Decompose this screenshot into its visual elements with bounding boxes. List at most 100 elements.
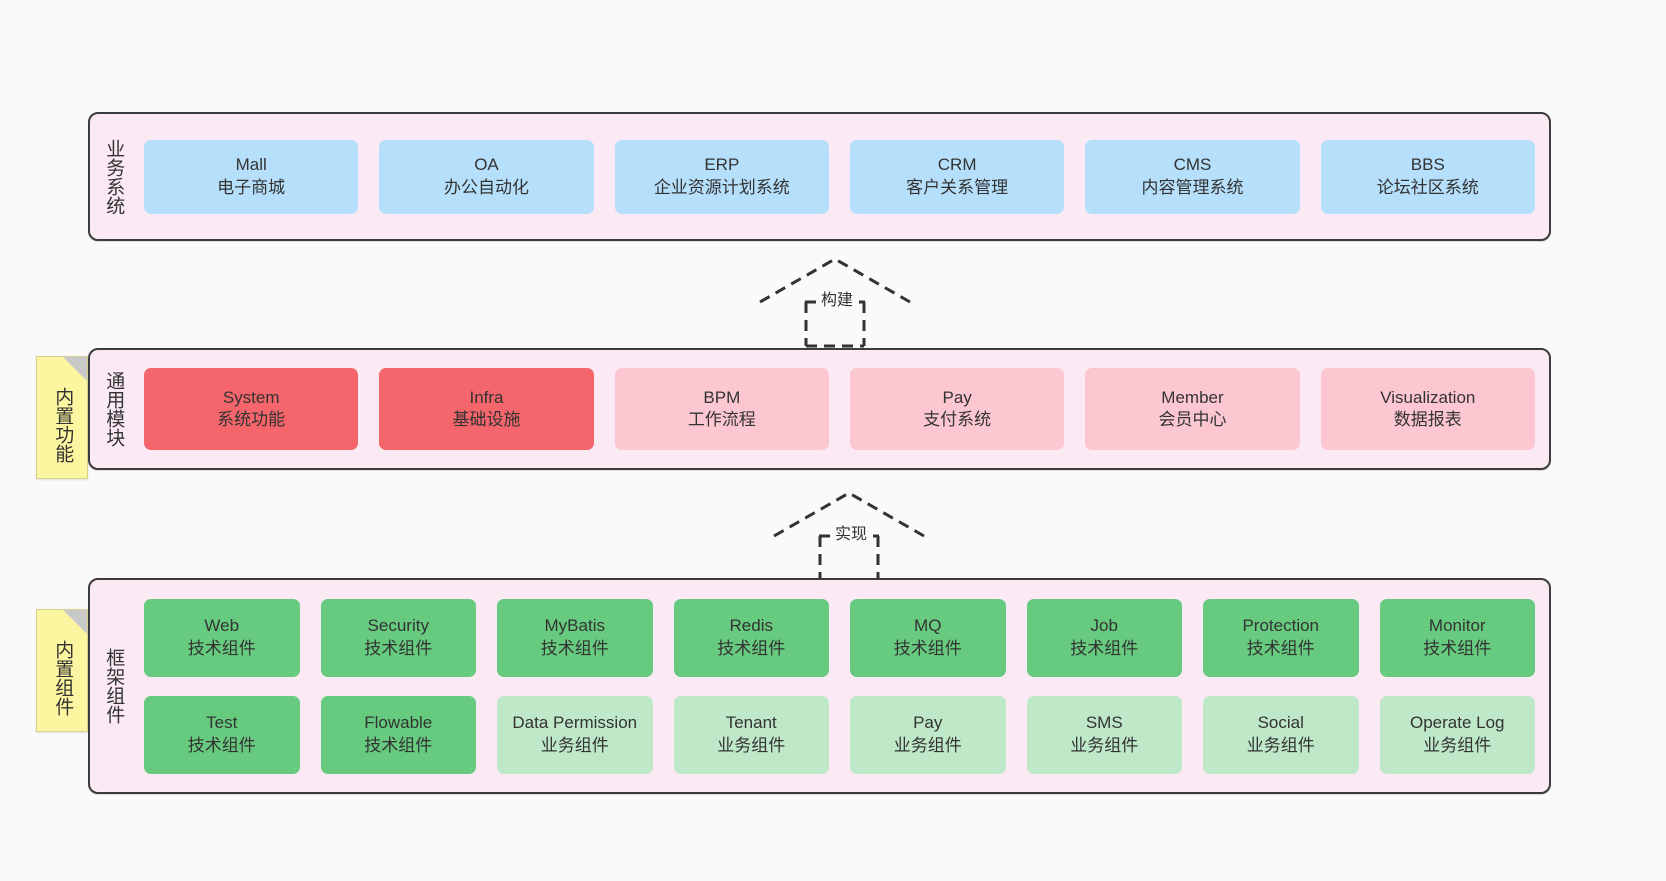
card-title: BPM (703, 387, 741, 407)
card-subtitle: 内容管理系统 (1141, 177, 1244, 197)
card-title: SMS (1085, 713, 1123, 733)
module-card-bpm[interactable]: BPM 工作流程 (614, 368, 829, 450)
module-card-erp[interactable]: ERP 企业资源计划系统 (614, 139, 829, 214)
card-subtitle: 技术组件 (187, 735, 256, 755)
note-fold-icon (63, 357, 87, 381)
component-card-protection[interactable]: Protection 技术组件 (1203, 598, 1359, 677)
band-row: Test 技术组件 Flowable 技术组件 Data Permission … (144, 695, 1535, 774)
card-subtitle: 技术组件 (187, 638, 256, 658)
band-row: Web 技术组件 Security 技术组件 MyBatis 技术组件 Redi… (144, 598, 1535, 677)
card-subtitle: 技术组件 (1423, 638, 1492, 658)
band-business-systems: 业务系统 Mall 电子商城 OA 办公自动化 ERP 企业资源计划系统 CRM… (88, 112, 1551, 241)
module-card-visualization[interactable]: Visualization 数据报表 (1320, 368, 1535, 450)
card-title: Mall (235, 155, 267, 175)
module-card-pay[interactable]: Pay 支付系统 (849, 368, 1065, 450)
card-title: Pay (913, 713, 943, 733)
card-title: Tenant (725, 713, 777, 733)
card-title: Operate Log (1409, 713, 1505, 733)
card-title: Test (206, 713, 238, 733)
card-title: CRM (937, 155, 977, 175)
note-fold-icon (63, 610, 87, 634)
card-title: Protection (1242, 616, 1320, 636)
card-title: Member (1161, 387, 1224, 407)
component-card-mq[interactable]: MQ 技术组件 (850, 598, 1006, 677)
component-card-redis[interactable]: Redis 技术组件 (673, 598, 829, 677)
component-card-data-permission[interactable]: Data Permission 业务组件 (497, 695, 653, 774)
card-subtitle: 技术组件 (364, 735, 433, 755)
card-subtitle: 办公自动化 (443, 177, 529, 197)
arrow-label-implement: 实现 (833, 526, 870, 544)
sticky-note-builtin-component: 内置组件 (36, 609, 88, 732)
card-title: Flowable (364, 713, 433, 733)
module-card-mall[interactable]: Mall 电子商城 (144, 139, 359, 214)
card-subtitle: 业务组件 (1423, 735, 1492, 755)
module-card-crm[interactable]: CRM 客户关系管理 (849, 139, 1065, 214)
card-subtitle: 技术组件 (364, 638, 433, 658)
module-card-system[interactable]: System 系统功能 (144, 368, 359, 450)
band-row: Mall 电子商城 OA 办公自动化 ERP 企业资源计划系统 CRM 客户关系… (144, 139, 1535, 214)
card-subtitle: 支付系统 (923, 410, 992, 429)
card-subtitle: 会员中心 (1158, 410, 1227, 429)
component-card-mybatis[interactable]: MyBatis 技术组件 (497, 598, 653, 677)
card-title: Pay (942, 387, 972, 407)
component-card-web[interactable]: Web 技术组件 (144, 598, 300, 677)
component-card-social[interactable]: Social 业务组件 (1203, 695, 1359, 774)
band-label-business-systems: 业务系统 (103, 138, 125, 215)
card-title: Web (204, 616, 240, 636)
card-subtitle: 业务组件 (717, 735, 786, 755)
component-card-test[interactable]: Test 技术组件 (144, 695, 300, 774)
note-text: 内置功能 (52, 386, 74, 463)
component-card-job[interactable]: Job 技术组件 (1026, 598, 1182, 677)
component-card-security[interactable]: Security 技术组件 (320, 598, 476, 677)
arrow-label-build: 构建 (819, 292, 856, 310)
card-subtitle: 工作流程 (687, 410, 756, 429)
card-title: Data Permission (512, 713, 638, 733)
card-subtitle: 业务组件 (893, 735, 962, 755)
card-title: OA (474, 155, 499, 175)
component-card-monitor[interactable]: Monitor 技术组件 (1379, 598, 1535, 677)
component-card-pay[interactable]: Pay 业务组件 (850, 695, 1006, 774)
card-subtitle: 业务组件 (540, 735, 609, 755)
component-card-tenant[interactable]: Tenant 业务组件 (673, 695, 829, 774)
card-title: CMS (1173, 155, 1212, 175)
card-title: Security (367, 616, 429, 636)
card-subtitle: 技术组件 (540, 638, 609, 658)
band-label-framework-components: 框架组件 (103, 648, 125, 724)
card-title: BBS (1410, 155, 1445, 175)
band-common-modules: 通用模块 System 系统功能 Infra 基础设施 BPM 工作流程 Pay… (88, 348, 1551, 470)
arrowhead-triangle (773, 491, 925, 538)
card-title: Job (1090, 616, 1118, 636)
band-body-framework-components: Web 技术组件 Security 技术组件 MyBatis 技术组件 Redi… (136, 580, 1549, 792)
module-card-oa[interactable]: OA 办公自动化 (379, 139, 594, 214)
note-text: 内置组件 (52, 639, 74, 716)
card-subtitle: 系统功能 (217, 410, 286, 429)
module-card-infra[interactable]: Infra 基础设施 (379, 368, 594, 450)
card-title: Social (1257, 713, 1304, 733)
card-subtitle: 业务组件 (1246, 735, 1315, 755)
card-subtitle: 电子商城 (217, 177, 286, 197)
card-subtitle: 基础设施 (452, 410, 521, 429)
module-card-member[interactable]: Member 会员中心 (1085, 368, 1300, 450)
component-card-flowable[interactable]: Flowable 技术组件 (320, 695, 476, 774)
card-subtitle: 技术组件 (717, 638, 786, 658)
card-title: Infra (469, 387, 504, 407)
arrowhead-triangle (759, 257, 911, 304)
band-label-common-modules: 通用模块 (103, 371, 125, 447)
module-card-bbs[interactable]: BBS 论坛社区系统 (1320, 139, 1535, 214)
card-title: ERP (704, 155, 740, 175)
sticky-note-builtin-function: 内置功能 (36, 356, 88, 479)
card-subtitle: 客户关系管理 (906, 177, 1009, 197)
card-subtitle: 技术组件 (1070, 638, 1139, 658)
realization-arrow-implement: 实现 (769, 490, 929, 582)
component-card-operate-log[interactable]: Operate Log 业务组件 (1379, 695, 1535, 774)
band-body-common-modules: System 系统功能 Infra 基础设施 BPM 工作流程 Pay 支付系统… (136, 350, 1549, 468)
card-subtitle: 数据报表 (1393, 410, 1462, 429)
module-card-cms[interactable]: CMS 内容管理系统 (1085, 139, 1300, 214)
component-card-sms[interactable]: SMS 业务组件 (1026, 695, 1182, 774)
card-title: Monitor (1428, 616, 1486, 636)
card-title: Redis (729, 616, 773, 636)
card-title: Visualization (1380, 387, 1476, 407)
card-subtitle: 技术组件 (893, 638, 962, 658)
band-framework-components: 框架组件 Web 技术组件 Security 技术组件 MyBatis 技术组件… (88, 578, 1551, 794)
